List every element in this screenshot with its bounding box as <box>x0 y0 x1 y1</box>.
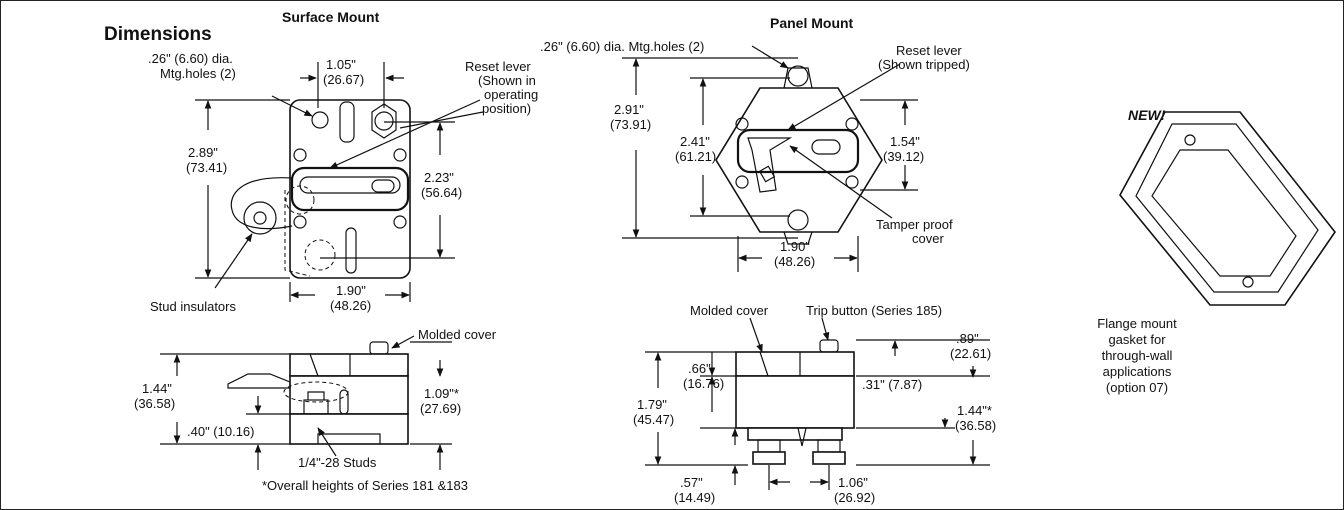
panel-side-height-mm: (45.47) <box>633 412 675 427</box>
gasket-caption-l2: gasket for <box>1108 332 1166 347</box>
surface-mount-view <box>195 62 484 302</box>
panel-side-view <box>645 317 990 490</box>
panel-tamper-l1: Tamper proof <box>876 217 953 232</box>
panel-height-in: 2.91" <box>614 102 644 117</box>
gasket-caption-l5: (option 07) <box>1105 380 1169 395</box>
panel-cover-in: .66" <box>688 361 711 376</box>
panel-tamper-l2: cover <box>912 231 944 246</box>
surface-reset-lever-l2: (Shown in <box>478 73 536 88</box>
stud-spacing-mm: (26.92) <box>834 490 876 505</box>
gasket-view <box>1119 111 1336 306</box>
surface-inner-height-in: 2.23" <box>424 170 454 185</box>
surface-reset-lever-l1: Reset lever <box>465 59 531 74</box>
surface-width-top-in: 1.05" <box>326 57 356 72</box>
surface-side-height-mm: (36.58) <box>134 396 176 411</box>
new-badge: NEW! <box>1128 107 1166 123</box>
panel-inner-height-mm: (61.21) <box>675 149 717 164</box>
surface-mount-heading: Surface Mount <box>282 9 380 25</box>
panel-height-mm: (73.91) <box>610 117 652 132</box>
panel-right-mm: (36.58) <box>955 418 997 433</box>
panel-right-height-mm: (39.12) <box>883 149 925 164</box>
gasket-caption-l1: Flange mount <box>1097 316 1177 331</box>
surface-overall-mm: (27.69) <box>420 401 462 416</box>
panel-reset-lever-l1: Reset lever <box>896 43 962 58</box>
panel-molded-cover: Molded cover <box>690 303 769 318</box>
surface-height-mm: (73.41) <box>186 160 228 175</box>
panel-right-in: 1.44"* <box>957 403 992 418</box>
panel-top-in: .89" <box>956 331 979 346</box>
surface-side-height-in: 1.44" <box>142 381 172 396</box>
series-footnote: *Overall heights of Series 181 &183 <box>262 478 468 493</box>
surface-inner-height-mm: (56.64) <box>421 185 463 200</box>
surface-mtg-holes-line1: .26" (6.60) dia. <box>148 51 233 66</box>
panel-mount-view <box>622 45 918 272</box>
surface-side-view <box>160 335 452 470</box>
panel-mount-heading: Panel Mount <box>770 15 854 31</box>
surface-reset-lever-l4: position) <box>482 101 532 116</box>
stud-insulators-label: Stud insulators <box>150 299 236 314</box>
panel-side-height-in: 1.79" <box>637 397 667 412</box>
studs-label: 1/4"-28 Studs <box>298 455 377 470</box>
surface-width-in: 1.90" <box>336 283 366 298</box>
surface-molded-cover: Molded cover <box>418 327 497 342</box>
panel-width-in: 1.90" <box>780 239 810 254</box>
panel-inner-height-in: 2.41" <box>680 134 710 149</box>
stud-spacing-in: 1.06" <box>838 475 868 490</box>
panel-cover-mm: (16.76) <box>683 376 725 391</box>
gasket-caption-l4: applications <box>1102 364 1172 379</box>
surface-width-top-mm: (26.67) <box>323 72 365 87</box>
panel-top-mm: (22.61) <box>950 346 992 361</box>
panel-width-mm: (48.26) <box>774 254 816 269</box>
surface-overall-in: 1.09"* <box>424 386 459 401</box>
panel-right-height-in: 1.54" <box>890 134 920 149</box>
surface-base-height: .40" (10.16) <box>187 424 255 439</box>
stud-height-in: .57" <box>680 475 703 490</box>
surface-reset-lever-l3: operating <box>484 87 539 102</box>
panel-step: .31" (7.87) <box>862 377 923 392</box>
gasket-caption-l3: through-wall <box>1101 348 1173 363</box>
stud-height-mm: (14.49) <box>674 490 716 505</box>
panel-reset-lever-l2: (Shown tripped) <box>878 57 970 72</box>
surface-width-mm: (48.26) <box>330 298 372 313</box>
surface-mtg-holes-line2: Mtg.holes (2) <box>160 66 236 81</box>
surface-height-in: 2.89" <box>188 145 218 160</box>
panel-mtg-holes: .26" (6.60) dia. Mtg.holes (2) <box>540 39 705 54</box>
trip-button-label: Trip button (Series 185) <box>806 303 943 318</box>
section-title: Dimensions <box>104 24 212 45</box>
